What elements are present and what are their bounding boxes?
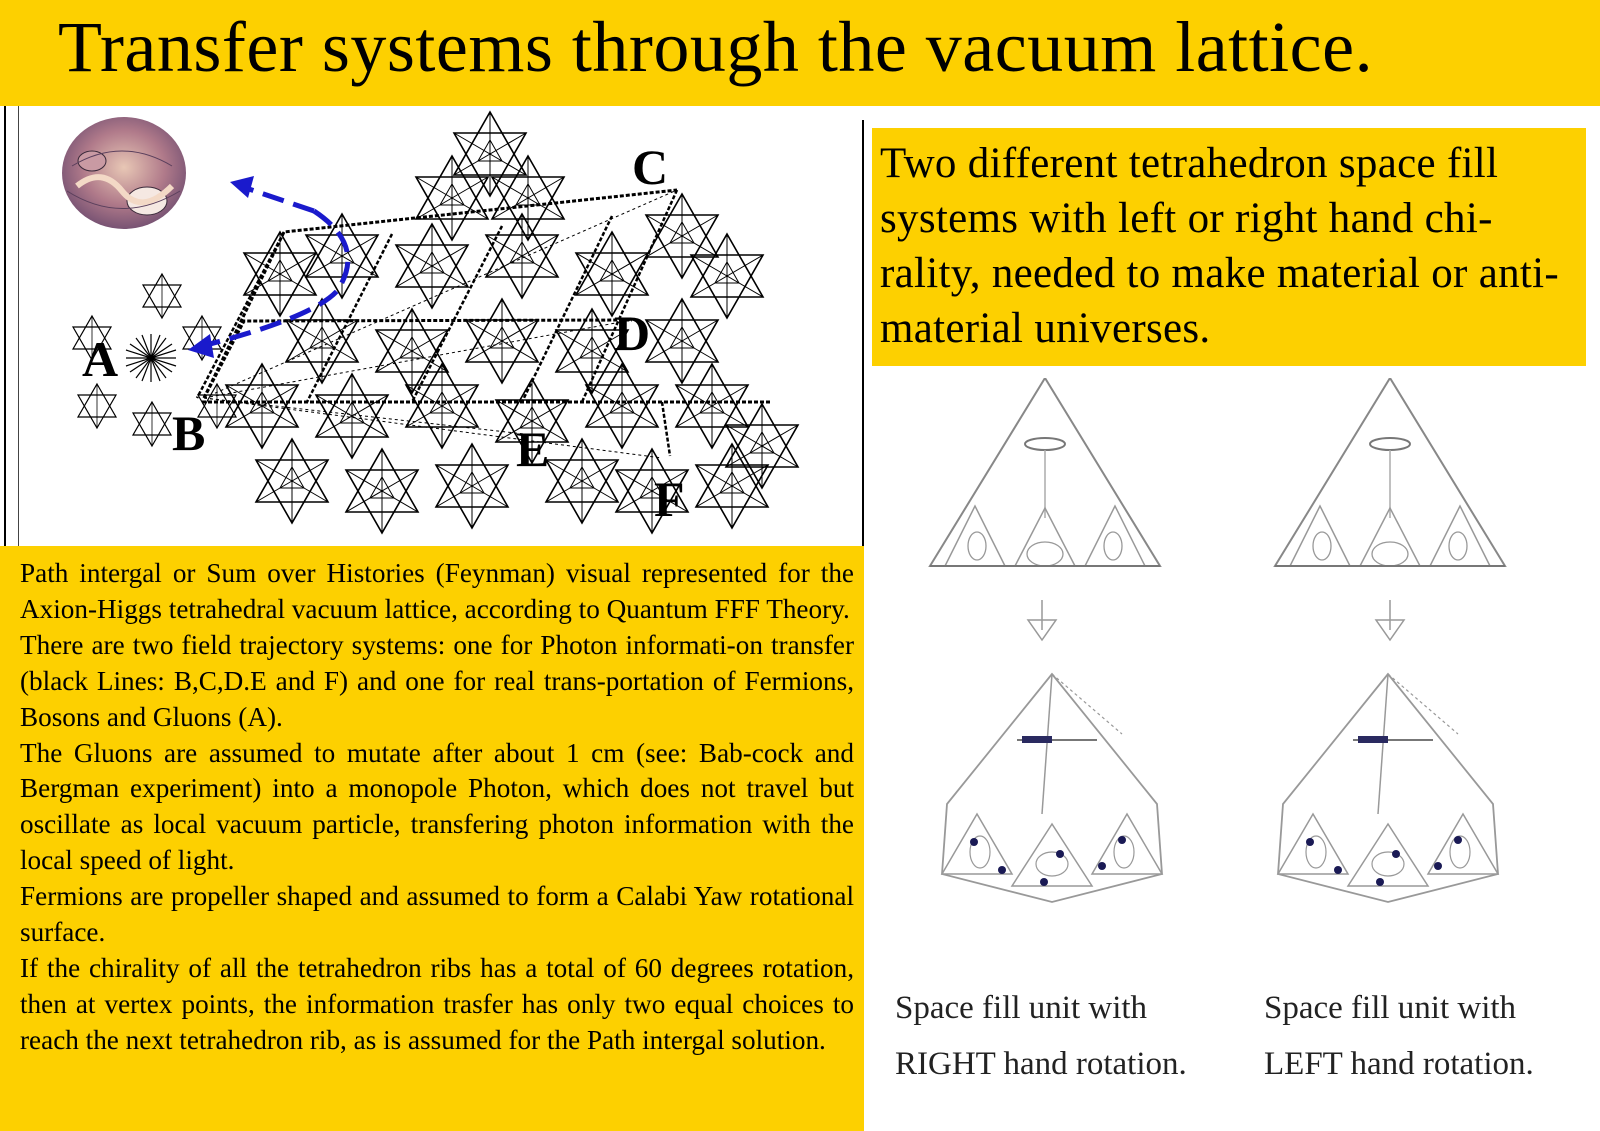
center-divider [862, 120, 864, 960]
chirality-note: Two different tetrahedron space fill sys… [880, 140, 1560, 352]
description-box: Path intergal or Sum over Histories (Fey… [0, 546, 864, 1131]
label-e: E [516, 421, 549, 477]
label-b: B [172, 405, 205, 461]
title-bar: Transfer systems through the vacuum latt… [0, 0, 1600, 106]
label-d: D [614, 305, 650, 361]
description-paragraph: The Gluons are assumed to mutate after a… [20, 737, 854, 876]
description-paragraph: If the chirality of all the tetrahedron … [20, 952, 854, 1055]
left-hand-caption: Space fill unit with LEFT hand rotation. [1264, 980, 1600, 1092]
right-hand-caption: Space fill unit with RIGHT hand rotation… [895, 980, 1255, 1092]
photon-transfer-lines [195, 188, 772, 459]
left-inner-rule [18, 106, 19, 546]
caption-line: LEFT hand rotation. [1264, 1046, 1534, 1082]
arrow-head-upper [230, 176, 254, 198]
description-paragraph: There are two field trajectory systems: … [20, 629, 854, 732]
fermion-transport-arrows [201, 183, 351, 349]
arrow-head-lower [188, 334, 214, 358]
label-c: C [632, 139, 668, 195]
chirality-note-box: Two different tetrahedron space fill sys… [872, 128, 1586, 366]
caption-line: RIGHT hand rotation. [895, 1046, 1187, 1082]
vacuum-lattice-diagram: A B C D E F [62, 111, 799, 534]
caption-line: Space fill unit with [895, 990, 1148, 1026]
lattice-labels: A B C D E F [82, 139, 685, 527]
label-a: A [82, 331, 118, 387]
calabi-yau-torus [62, 117, 186, 229]
space-fill-units-diagram [929, 378, 1506, 903]
description-paragraph: Path intergal or Sum over Histories (Fey… [20, 558, 854, 624]
label-f: F [654, 471, 685, 527]
caption-line: Space fill unit with [1264, 990, 1517, 1026]
right-hand-unit [929, 378, 1163, 903]
left-border-rule [4, 106, 6, 546]
left-hand-unit [1274, 378, 1506, 903]
gluon-burst [125, 334, 177, 382]
description-paragraph: Fermions are propeller shaped and assume… [20, 881, 854, 948]
page-title: Transfer systems through the vacuum latt… [58, 7, 1374, 87]
